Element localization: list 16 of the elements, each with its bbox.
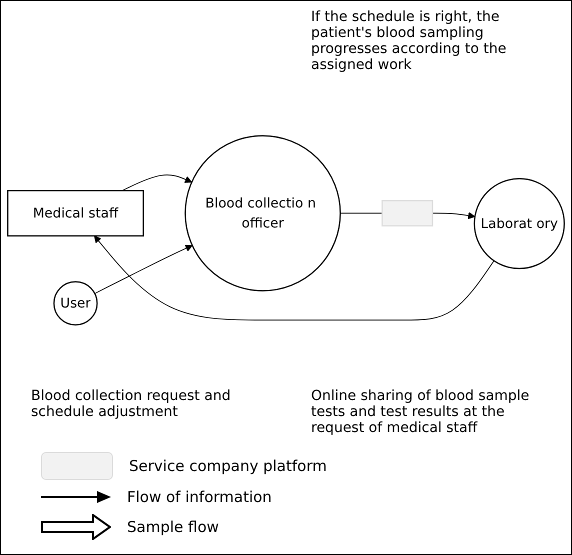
node-box: Medical staff: [7, 190, 144, 237]
node-circle: Laborat ory: [474, 178, 565, 270]
note-text: Blood collection request and schedule adjustment: [31, 388, 232, 422]
legend-text: Flow of information: [127, 488, 272, 506]
note-text: Online sharing of blood sample tests and test results at the request of medical staff: [311, 388, 530, 436]
connector: [340, 213, 383, 214]
legend-text: Sample flow: [127, 518, 219, 536]
arrow: [122, 174, 192, 192]
node-circle: User: [53, 281, 98, 326]
arrow: [94, 245, 193, 294]
node-circle: Blood collectio n officer: [184, 135, 341, 292]
arrow: [94, 236, 494, 321]
legend-text: Service company platform: [129, 457, 327, 475]
node-box: [382, 200, 434, 227]
arrow: [432, 212, 476, 220]
note-text: If the schedule is right, the patient's blood sampling progresses according to the assigned work: [311, 9, 508, 73]
